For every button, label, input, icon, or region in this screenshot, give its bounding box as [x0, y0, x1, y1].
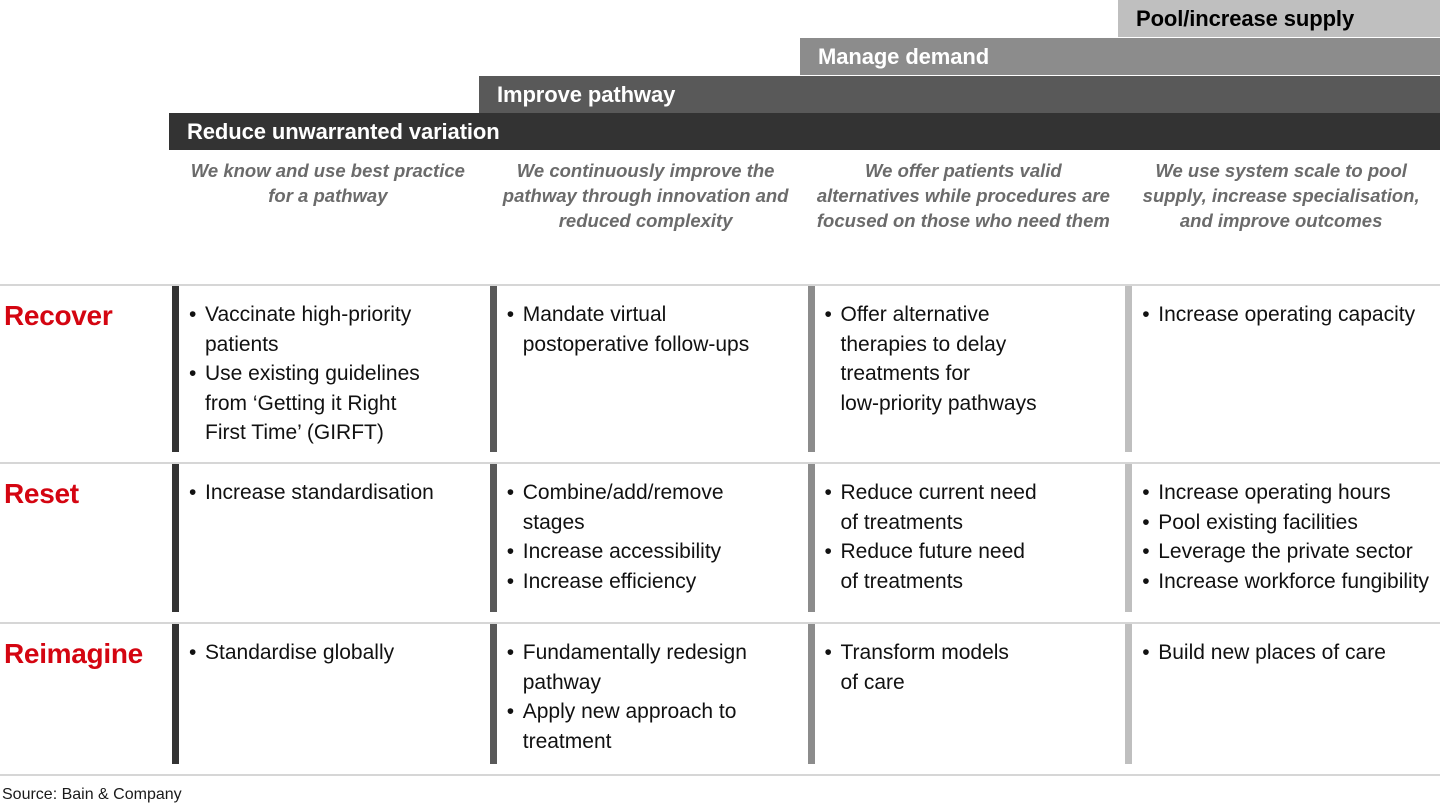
column-subtitle-3: We use system scale to pool supply, incr… [1142, 160, 1420, 231]
column-divider-bar [1125, 464, 1133, 612]
source-note: Source: Bain & Company [2, 786, 182, 803]
list-item: Leverage the private sector [1142, 537, 1432, 567]
column-divider-bar [489, 624, 497, 764]
cell-reimagine-col2: Transform models of care [805, 624, 1123, 774]
cell-recover-col3: Increase operating capacity [1122, 286, 1440, 462]
subtitle-row-spacer [0, 158, 169, 278]
cell-reset-col0: Increase standardisation [169, 464, 487, 622]
column-subtitle-row: We know and use best practice for a path… [0, 158, 1440, 278]
bullet-list: Standardise globally [189, 638, 479, 668]
column-divider-bar [172, 464, 179, 612]
cell-recover-col2: Offer alternative therapies to delay tre… [805, 286, 1123, 462]
column-divider-bar [489, 464, 497, 612]
banner-pool-increase-supply: Pool/increase supply [1118, 0, 1440, 37]
row-label-reset: Reset [4, 478, 79, 509]
row-label-recover: Recover [4, 300, 113, 331]
list-item: Increase operating capacity [1142, 300, 1432, 330]
list-item: Fundamentally redesign pathway [507, 638, 797, 697]
list-item: Pool existing facilities [1142, 508, 1432, 538]
cell-reset-col2: Reduce current need of treatments Reduce… [805, 464, 1123, 622]
banner-manage-demand: Manage demand [800, 38, 1440, 75]
cell-reimagine-col3: Build new places of care [1122, 624, 1440, 774]
bullet-list: Reduce current need of treatments Reduce… [825, 478, 1115, 596]
column-divider-bar [807, 464, 815, 612]
banner-label: Manage demand [818, 43, 990, 69]
row-separator-top [0, 284, 1440, 286]
list-item: Use existing guidelines from ‘Getting it… [189, 359, 479, 448]
banner-improve-pathway: Improve pathway [479, 76, 1440, 113]
bullet-list: Transform models of care [825, 638, 1115, 697]
bullet-list: Increase standardisation [189, 478, 479, 508]
list-item: Increase operating hours [1142, 478, 1432, 508]
bullet-list: Combine/add/remove stages Increase acces… [507, 478, 797, 596]
list-item: Standardise globally [189, 638, 479, 668]
list-item: Transform models of care [825, 638, 1115, 697]
banner-reduce-unwarranted-variation: Reduce unwarranted variation [169, 113, 1440, 150]
cell-reimagine-col1: Fundamentally redesign pathway Apply new… [487, 624, 805, 774]
column-divider-bar [172, 624, 179, 764]
row-separator-bottom [0, 774, 1440, 776]
matrix-row-reset: Reset Increase standardisation Combine/a… [0, 464, 1440, 622]
list-item: Increase workforce fungibility [1142, 567, 1432, 597]
column-subtitle-1: We continuously improve the pathway thro… [502, 160, 789, 231]
cell-reimagine-col0: Standardise globally [169, 624, 487, 774]
cell-recover-col0: Vaccinate high-priority patients Use exi… [169, 286, 487, 462]
list-item: Vaccinate high-priority patients [189, 300, 479, 359]
list-item: Mandate virtual postoperative follow-ups [507, 300, 797, 359]
banner-label: Pool/increase supply [1136, 5, 1355, 31]
list-item: Build new places of care [1142, 638, 1432, 668]
list-item: Reduce current need of treatments [825, 478, 1115, 537]
cell-reset-col3: Increase operating hours Pool existing f… [1122, 464, 1440, 622]
matrix-row-recover: Recover Vaccinate high-priority patients… [0, 286, 1440, 462]
bullet-list: Increase operating hours Pool existing f… [1142, 478, 1432, 596]
column-divider-bar [1125, 286, 1133, 452]
banner-label: Reduce unwarranted variation [187, 118, 500, 144]
bullet-list: Increase operating capacity [1142, 300, 1432, 330]
list-item: Offer alternative therapies to delay tre… [825, 300, 1115, 418]
column-divider-bar [489, 286, 497, 452]
column-subtitle-0: We know and use best practice for a path… [190, 160, 465, 206]
bullet-list: Build new places of care [1142, 638, 1432, 668]
list-item: Apply new approach to treatment [507, 697, 797, 756]
column-divider-bar [807, 286, 815, 452]
bullet-list: Fundamentally redesign pathway Apply new… [507, 638, 797, 756]
row-separator-2 [0, 622, 1440, 624]
matrix-row-reimagine: Reimagine Standardise globally Fundament… [0, 624, 1440, 774]
cell-recover-col1: Mandate virtual postoperative follow-ups [487, 286, 805, 462]
banner-label: Improve pathway [497, 81, 676, 107]
bullet-list: Mandate virtual postoperative follow-ups [507, 300, 797, 359]
column-divider-bar [1125, 624, 1133, 764]
banner-stack: Pool/increase supply Manage demand Impro… [0, 0, 1440, 150]
list-item: Combine/add/remove stages [507, 478, 797, 537]
bullet-list: Offer alternative therapies to delay tre… [825, 300, 1115, 418]
cell-reset-col1: Combine/add/remove stages Increase acces… [487, 464, 805, 622]
list-item: Increase efficiency [507, 567, 797, 597]
column-divider-bar [807, 624, 815, 764]
column-divider-bar [172, 286, 179, 452]
column-subtitle-2: We offer patients valid alternatives whi… [816, 160, 1110, 231]
bullet-list: Vaccinate high-priority patients Use exi… [189, 300, 479, 448]
list-item: Reduce future need of treatments [825, 537, 1115, 596]
row-separator-1 [0, 462, 1440, 464]
row-label-reimagine: Reimagine [4, 638, 143, 669]
list-item: Increase accessibility [507, 537, 797, 567]
list-item: Increase standardisation [189, 478, 479, 508]
